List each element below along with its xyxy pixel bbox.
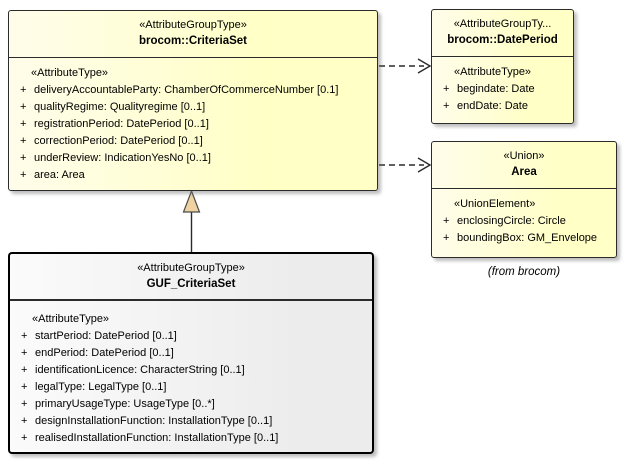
class-header: «AttributeGroupType» GUF_CriteriaSet [10, 254, 372, 301]
visibility-marker: + [21, 432, 28, 444]
attribute-text: designInstallationFunction: Installation… [35, 415, 273, 427]
section-stereotype: «UnionElement» [454, 198, 536, 210]
visibility-marker: + [21, 415, 28, 427]
generalization-triangle-icon [182, 189, 201, 213]
visibility-marker: + [443, 83, 450, 95]
visibility-marker: + [21, 398, 28, 410]
section-stereotype: «AttributeType» [454, 66, 532, 78]
attribute-text: area: Area [34, 169, 85, 181]
generalization-connector-guf-criteriaset[interactable] [182, 189, 201, 252]
class-header: «Union» Area [432, 142, 616, 189]
class-area[interactable]: «Union» Area «UnionElement» + enclosingC… [431, 141, 617, 258]
attribute-row: + enclosingCircle: Circle [432, 213, 616, 230]
open-arrowhead-icon [417, 157, 432, 173]
class-header: «AttributeGroupType» brocom::CriteriaSet [9, 11, 377, 58]
attribute-row: + begindate: Date [432, 81, 573, 98]
class-name: brocom::CriteriaSet [139, 35, 247, 47]
attribute-row: + correctionPeriod: DatePeriod [0..1] [9, 133, 377, 150]
class-header: «AttributeGroupTy... brocom::DatePeriod [432, 10, 573, 57]
attribute-text: realisedInstallationFunction: Installati… [35, 432, 279, 444]
visibility-marker: + [21, 381, 28, 393]
attribute-row: + underReview: IndicationYesNo [0..1] [9, 150, 377, 167]
visibility-marker: + [20, 84, 27, 96]
attribute-text: enclosingCircle: Circle [457, 215, 566, 227]
visibility-marker: + [20, 101, 27, 113]
attribute-row: + area: Area [9, 167, 377, 184]
attribute-text: correctionPeriod: DatePeriod [0..1] [34, 135, 203, 147]
dependency-connector-criteriaset-area[interactable] [379, 157, 432, 173]
from-package-caption: (from brocom) [487, 266, 561, 278]
visibility-marker: + [21, 364, 28, 376]
attribute-row: + registrationPeriod: DatePeriod [0..1] [9, 116, 377, 133]
class-guf-criteriaset[interactable]: «AttributeGroupType» GUF_CriteriaSet «At… [8, 252, 374, 454]
class-stereotype: «AttributeGroupType» [139, 19, 247, 31]
attribute-row: + legalType: LegalType [0..1] [10, 379, 372, 396]
class-stereotype: «AttributeGroupTy... [453, 18, 552, 30]
visibility-marker: + [20, 169, 27, 181]
class-brocom-criteriaset[interactable]: «AttributeGroupType» brocom::CriteriaSet… [8, 10, 378, 191]
class-name: GUF_CriteriaSet [146, 278, 236, 290]
attribute-text: begindate: Date [457, 83, 535, 95]
attribute-row: + startPeriod: DatePeriod [0..1] [10, 328, 372, 345]
attribute-row: + boundingBox: GM_Envelope [432, 230, 616, 247]
class-stereotype: «AttributeGroupType» [137, 262, 245, 274]
attribute-text: startPeriod: DatePeriod [0..1] [35, 330, 177, 342]
dependency-connector-criteriaset-dateperiod[interactable] [379, 58, 432, 74]
attributes-compartment: «AttributeType» + begindate: Date + endD… [432, 57, 573, 115]
open-arrowhead-icon [417, 58, 432, 74]
class-name: brocom::DatePeriod [447, 34, 558, 46]
attribute-row: + qualityRegime: Qualityregime [0..1] [9, 99, 377, 116]
class-stereotype: «Union» [503, 150, 545, 162]
class-name: Area [511, 166, 537, 178]
attribute-text: primaryUsageType: UsageType [0..*] [35, 398, 215, 410]
attribute-text: underReview: IndicationYesNo [0..1] [34, 152, 211, 164]
attributes-compartment: «UnionElement» + enclosingCircle: Circle… [432, 189, 616, 247]
attribute-text: endPeriod: DatePeriod [0..1] [35, 347, 174, 359]
visibility-marker: + [443, 215, 450, 227]
attribute-row: + primaryUsageType: UsageType [0..*] [10, 396, 372, 413]
visibility-marker: + [20, 118, 27, 130]
attributes-compartment: «AttributeType» + deliveryAccountablePar… [9, 58, 377, 184]
attribute-text: identificationLicence: CharacterString [… [35, 364, 245, 376]
visibility-marker: + [20, 152, 27, 164]
attribute-text: endDate: Date [457, 100, 528, 112]
visibility-marker: + [21, 347, 28, 359]
attribute-text: qualityRegime: Qualityregime [0..1] [34, 101, 206, 113]
visibility-marker: + [443, 100, 450, 112]
class-brocom-dateperiod[interactable]: «AttributeGroupTy... brocom::DatePeriod … [431, 9, 574, 124]
section-stereotype: «AttributeType» [31, 67, 109, 79]
attribute-row: + designInstallationFunction: Installati… [10, 413, 372, 430]
section-stereotype: «AttributeType» [32, 313, 110, 325]
attribute-text: boundingBox: GM_Envelope [457, 232, 598, 244]
visibility-marker: + [443, 232, 450, 244]
attribute-text: registrationPeriod: DatePeriod [0..1] [34, 118, 209, 130]
attribute-text: deliveryAccountableParty: ChamberOfComme… [34, 84, 339, 96]
visibility-marker: + [20, 135, 27, 147]
attribute-row: + deliveryAccountableParty: ChamberOfCom… [9, 82, 377, 99]
attribute-row: + endDate: Date [432, 98, 573, 115]
visibility-marker: + [21, 330, 28, 342]
attributes-compartment: «AttributeType» + startPeriod: DatePerio… [10, 301, 372, 447]
attribute-row: + realisedInstallationFunction: Installa… [10, 430, 372, 447]
attribute-row: + endPeriod: DatePeriod [0..1] [10, 345, 372, 362]
attribute-row: + identificationLicence: CharacterString… [10, 362, 372, 379]
attribute-text: legalType: LegalType [0..1] [35, 381, 167, 393]
